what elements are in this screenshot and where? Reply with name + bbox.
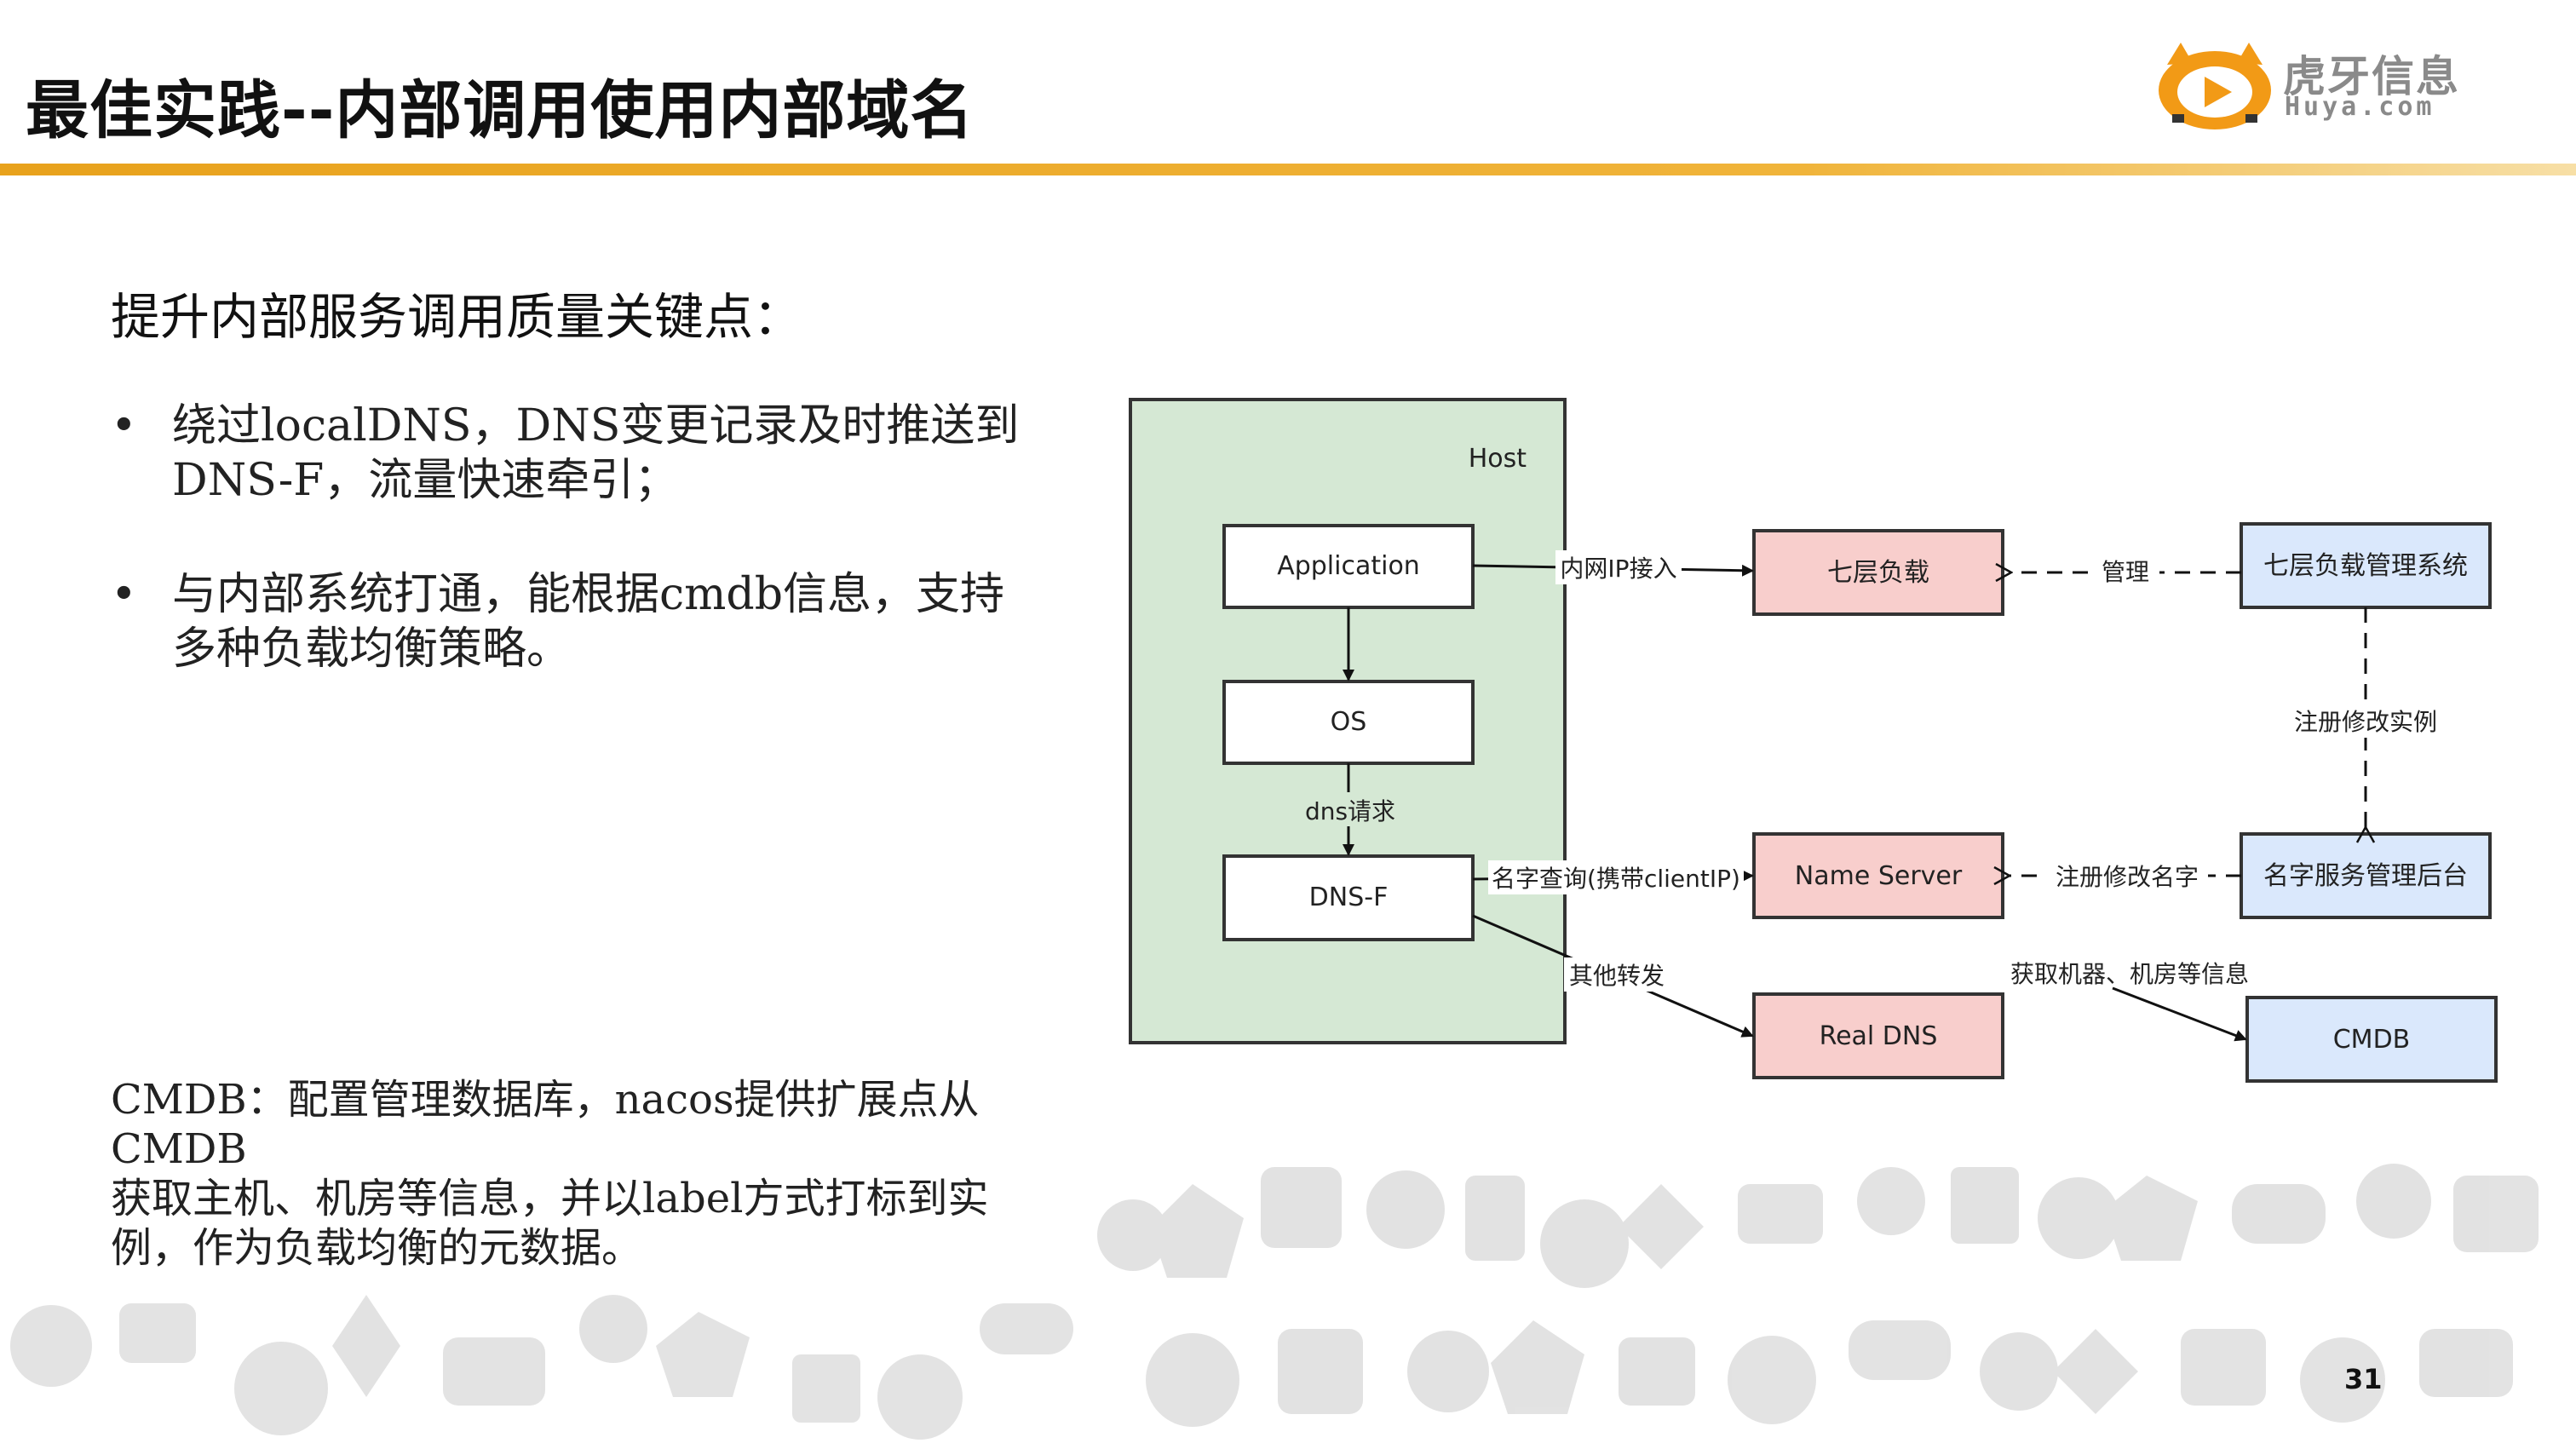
- slide-title: 最佳实践--内部调用使用内部域名: [26, 74, 975, 147]
- edge-label-app-l7: 内网IP接入: [1560, 555, 1676, 583]
- l7mgmt-label: 七层负载管理系统: [2263, 551, 2468, 581]
- edge-label-bg: [2286, 704, 2445, 738]
- edge-label-register-name: 注册修改名字: [2056, 863, 2199, 891]
- edge-label-bg: [1488, 860, 1744, 894]
- bullet-dot-icon: •: [111, 400, 137, 451]
- cmdb-note-line: 获取主机、机房等信息，并以label方式打标到实: [111, 1175, 989, 1222]
- page-number: 31: [2344, 1363, 2383, 1395]
- namemgmt-node: [2240, 832, 2492, 919]
- huya-logo: 虎牙信息 Huya.com: [2155, 39, 2530, 133]
- edge-label-bg: [2091, 554, 2159, 588]
- cmdb-label: CMDB: [2333, 1025, 2411, 1055]
- dnsf-node: [1222, 854, 1475, 941]
- cmdb-note-line: CMDB：配置管理数据库，nacos提供扩展点从CMDB: [111, 1076, 980, 1173]
- cmdb-node: [2245, 996, 2498, 1083]
- namemgmt-label: 名字服务管理后台: [2263, 861, 2468, 891]
- dnsf-label: DNS-F: [1309, 883, 1389, 912]
- edge-label-bg: [2046, 859, 2208, 893]
- title-underline-bar: [0, 164, 2576, 175]
- key-point-item: • 与内部系统打通，能根据cmdb信息，支持 多种负载均衡策略。: [111, 567, 1082, 676]
- key-point-line: 与内部系统打通，能根据cmdb信息，支持: [172, 569, 1005, 620]
- logo-chinese-text: 虎牙信息: [2283, 52, 2460, 101]
- cmdb-note-line: 例，作为负载均衡的元数据。: [111, 1224, 643, 1272]
- application-label: Application: [1277, 551, 1420, 581]
- nameserver-label: Name Server: [1795, 861, 1963, 891]
- realdns-label: Real DNS: [1820, 1021, 1938, 1051]
- edge-label-fetch-machine: 获取机器、机房等信息: [2010, 960, 2249, 988]
- edge-label-dns-request: dns请求: [1305, 797, 1395, 825]
- decorative-game-icon-pattern: [10, 1164, 2539, 1440]
- edge-label-bg: [1564, 957, 1670, 992]
- tiger-mascot-icon: [2159, 43, 2271, 129]
- edge-label-forward: 其他转发: [1569, 962, 1665, 990]
- edge-label-register-instance: 注册修改实例: [2294, 708, 2437, 736]
- l7lb-node: [1752, 529, 2004, 616]
- host-label: Host: [1469, 444, 1527, 474]
- os-label: OS: [1331, 707, 1367, 737]
- l7lb-label: 七层负载: [1827, 558, 1929, 588]
- logo-english-text: Huya.com: [2285, 92, 2435, 122]
- realdns-node: [1752, 992, 2004, 1079]
- cmdb-definition-note: CMDB：配置管理数据库，nacos提供扩展点从CMDB 获取主机、机房等信息，…: [111, 1075, 1073, 1273]
- edge-label-bg: [1303, 792, 1395, 826]
- key-points-list: • 绕过localDNS，DNS变更记录及时推送到 DNS-F，流量快速牵引； …: [111, 399, 1082, 736]
- l7mgmt-node: [2240, 522, 2492, 609]
- key-point-line: 绕过localDNS，DNS变更记录及时推送到: [172, 400, 1020, 451]
- key-point-item: • 绕过localDNS，DNS变更记录及时推送到 DNS-F，流量快速牵引；: [111, 399, 1082, 508]
- bullet-dot-icon: •: [111, 569, 137, 620]
- key-point-line: 多种负载均衡策略。: [172, 624, 572, 675]
- edge-label-bg: [1555, 550, 1682, 584]
- edge-nameserver-to-cmdb: [2112, 986, 2247, 1042]
- key-point-line: DNS-F，流量快速牵引；: [172, 455, 679, 506]
- edge-label-name-query: 名字查询(携带clientIP): [1492, 865, 1740, 893]
- section-heading: 提升内部服务调用质量关键点：: [111, 288, 803, 346]
- edge-label-manage: 管理: [2102, 558, 2149, 586]
